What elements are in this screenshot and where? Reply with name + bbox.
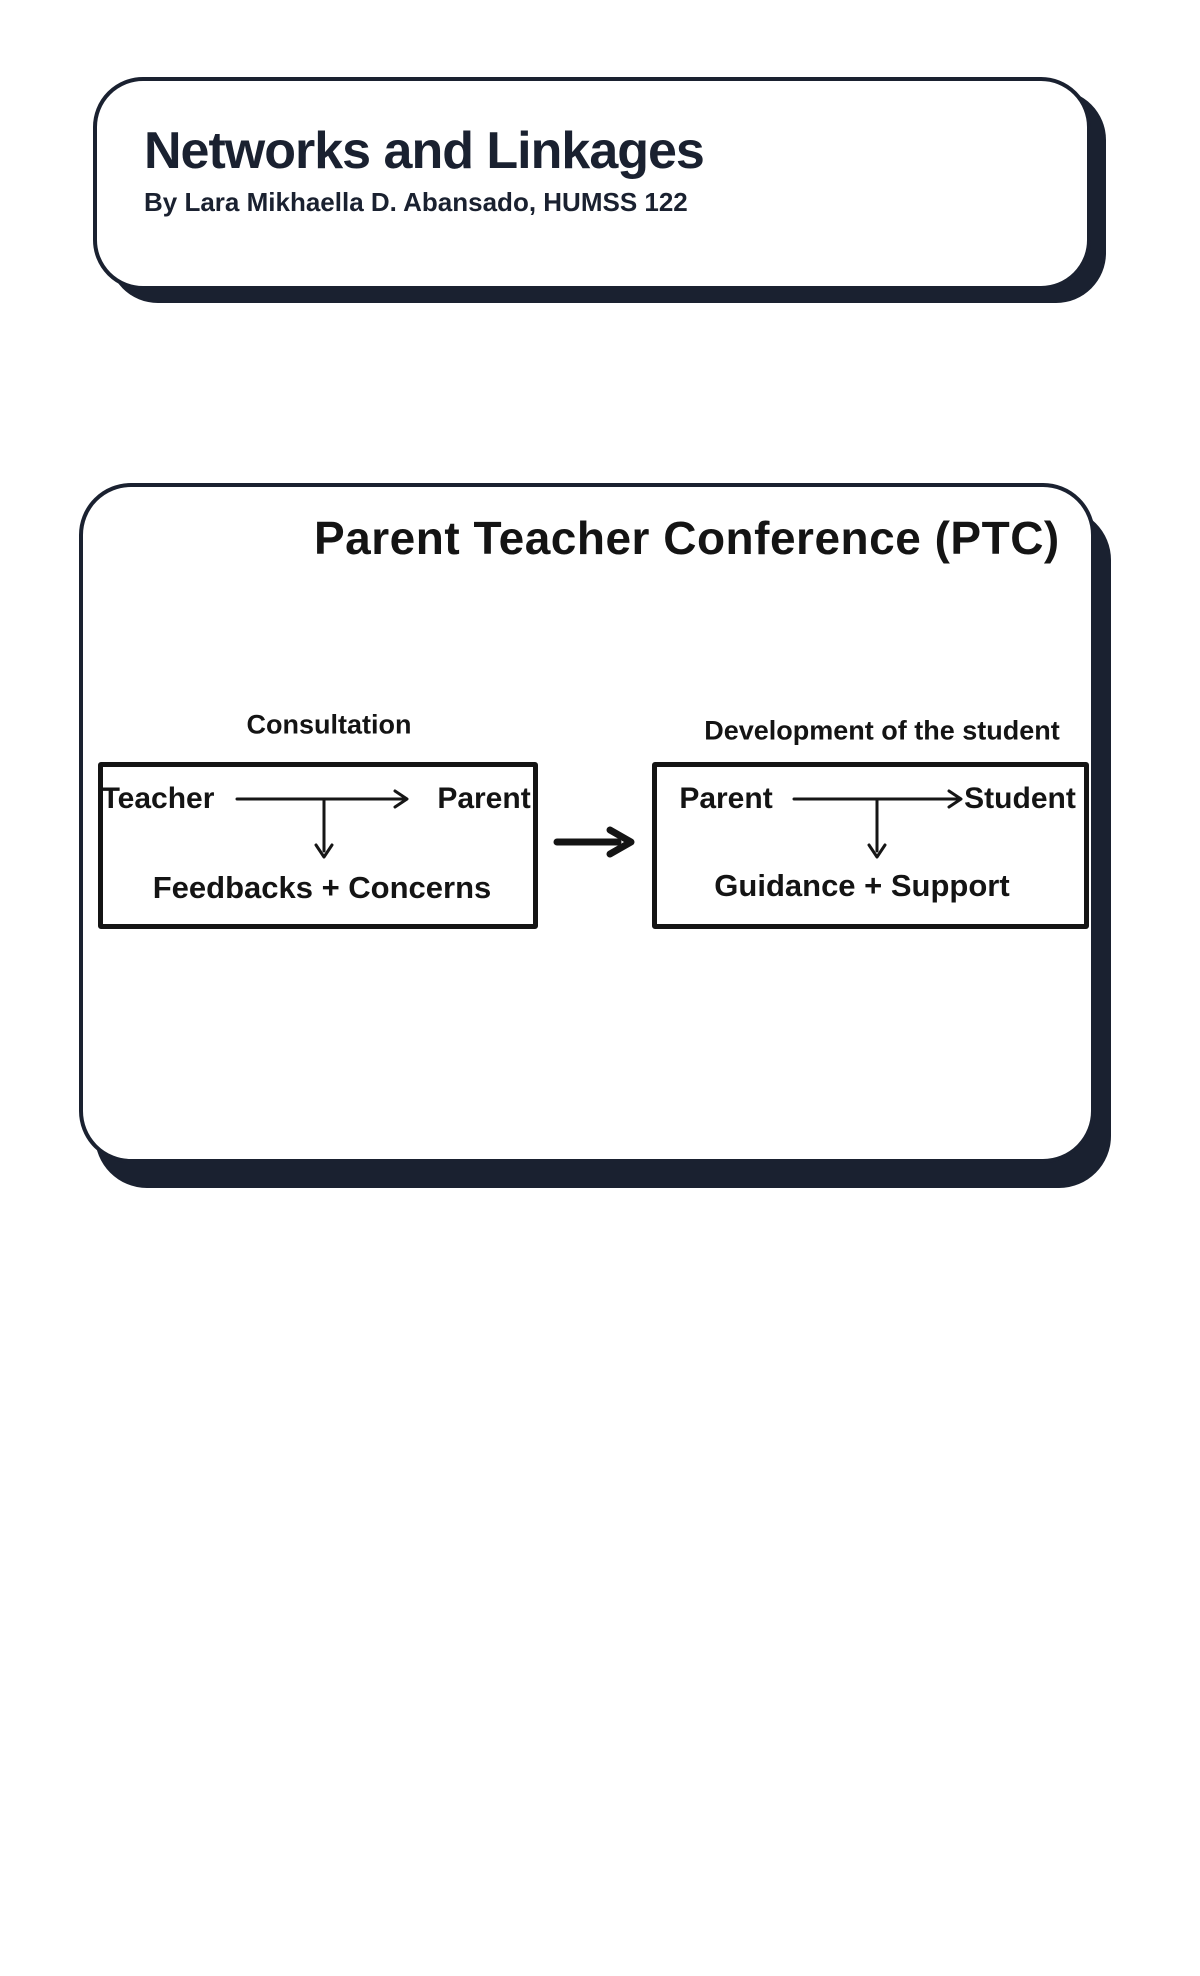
- ptc-diagram-card: Parent Teacher Conference (PTC) Consulta…: [79, 483, 1095, 1163]
- flow-arrow-icon: [553, 826, 635, 858]
- consultation-label: Consultation: [246, 709, 412, 740]
- guidance-support-text: Guidance + Support: [714, 868, 1010, 903]
- feedbacks-concerns-text: Feedbacks + Concerns: [152, 870, 492, 905]
- development-box: Parent Student Guidance + Support: [652, 762, 1089, 929]
- student-node: Student: [964, 782, 1076, 815]
- development-label: Development of the student: [704, 715, 1060, 746]
- teacher-node: Teacher: [101, 782, 215, 815]
- page-title: Networks and Linkages: [144, 122, 705, 180]
- parent-node-2: Parent: [679, 782, 773, 815]
- byline: By Lara Mikhaella D. Abansado, HUMSS 122: [144, 187, 688, 217]
- consultation-box: Teacher Parent Feedbacks + Concerns: [98, 762, 538, 929]
- header-card: Networks and Linkages By Lara Mikhaella …: [93, 77, 1091, 290]
- parent-node: Parent: [437, 782, 531, 815]
- diagram-title: Parent Teacher Conference (PTC): [314, 512, 1060, 564]
